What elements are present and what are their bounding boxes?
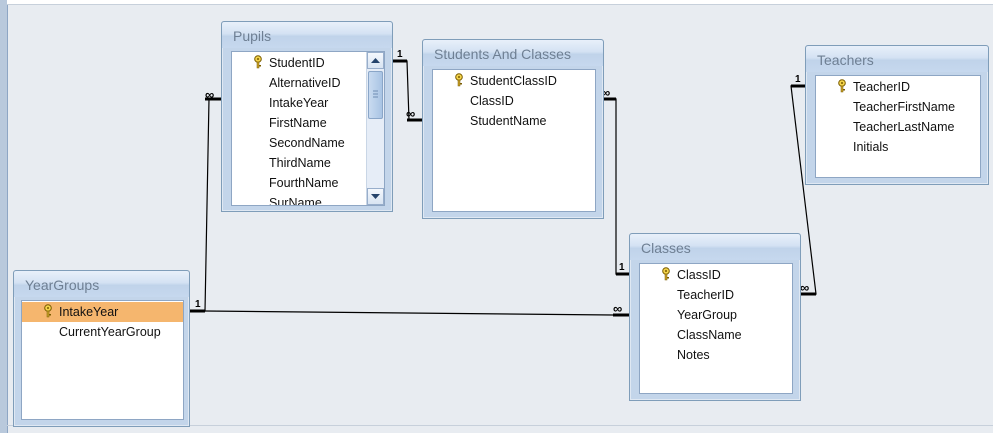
field-name: TeacherID	[853, 80, 910, 94]
one-marker-yeargroups: 1	[195, 299, 201, 310]
field-name: TeacherFirstName	[853, 100, 956, 114]
table-title-pupils[interactable]: Pupils	[222, 22, 392, 48]
field-pupils-alternativeid[interactable]: AlternativeID	[232, 73, 341, 93]
window-top-edge	[7, 0, 993, 5]
scroll-up-button[interactable]	[367, 52, 384, 69]
many-marker-studentsandclasses: ∞	[406, 106, 415, 121]
field-classes-yeargroup[interactable]: YearGroup	[640, 305, 737, 325]
field-name: YearGroup	[677, 308, 737, 322]
field-list-students-and-classes[interactable]: StudentClassID ClassID StudentName	[432, 69, 596, 212]
table-teachers[interactable]: Teachers TeacherID TeacherFirstName Teac…	[805, 45, 989, 185]
many-marker-classes-teacherid: ∞	[800, 280, 809, 295]
field-name: TeacherID	[677, 288, 734, 302]
scroll-thumb[interactable]	[368, 71, 383, 119]
table-yeargroups[interactable]: YearGroups IntakeYear CurrentYearGroup	[13, 270, 190, 427]
scroll-up-arrow-icon	[371, 58, 380, 63]
field-pupils-thirdname[interactable]: ThirdName	[232, 153, 331, 173]
many-marker-classes-yeargroup: ∞	[613, 301, 622, 316]
primary-key-icon	[838, 79, 846, 93]
table-title-yeargroups[interactable]: YearGroups	[14, 271, 189, 297]
field-list-yeargroups[interactable]: IntakeYear CurrentYearGroup	[21, 300, 184, 420]
rel-line-studentsandclasses-classes	[602, 98, 629, 275]
table-title-teachers[interactable]: Teachers	[806, 46, 988, 72]
field-teachers-teacherid[interactable]: TeacherID	[816, 77, 910, 97]
field-name: FirstName	[269, 116, 327, 130]
many-marker-pupils: ∞	[205, 87, 214, 102]
primary-key-icon	[44, 304, 52, 318]
window-bottom-edge	[7, 425, 993, 426]
scroll-grip-icon	[373, 90, 378, 98]
rel-line-yeargroups-classes	[204, 310, 629, 316]
table-title-classes[interactable]: Classes	[630, 234, 800, 260]
one-marker-pupils: 1	[397, 49, 403, 60]
field-list-teachers[interactable]: TeacherID TeacherFirstName TeacherLastNa…	[815, 75, 981, 178]
field-pupils-secondname[interactable]: SecondName	[232, 133, 345, 153]
field-pupils-fourthname[interactable]: FourthName	[232, 173, 338, 193]
field-list-classes[interactable]: ClassID TeacherID YearGroup ClassName No…	[639, 263, 793, 394]
field-name: StudentName	[470, 114, 547, 128]
field-name: SecondName	[269, 136, 345, 150]
scroll-down-button[interactable]	[367, 188, 384, 205]
field-yeargroups-currentyeargroup[interactable]: CurrentYearGroup	[22, 322, 161, 342]
field-name: Initials	[853, 140, 889, 154]
field-pupils-intakeyear[interactable]: IntakeYear	[232, 93, 328, 113]
field-name: ClassName	[677, 328, 742, 342]
field-name: TeacherLastName	[853, 120, 955, 134]
field-yeargroups-intakeyear[interactable]: IntakeYear	[22, 302, 183, 322]
field-teachers-teacherlastname[interactable]: TeacherLastName	[816, 117, 954, 137]
field-name: StudentClassID	[470, 74, 557, 88]
field-classes-classid[interactable]: ClassID	[640, 265, 721, 285]
pupils-scrollbar[interactable]	[366, 52, 384, 205]
field-pupils-studentid[interactable]: StudentID	[232, 53, 384, 73]
window-left-border	[0, 0, 8, 433]
field-name: IntakeYear	[59, 305, 119, 319]
field-name: ClassID	[677, 268, 721, 282]
field-name: FourthName	[269, 176, 339, 190]
field-name: SurName	[269, 196, 322, 206]
table-classes[interactable]: Classes ClassID TeacherID YearGroup Clas…	[629, 233, 801, 401]
field-studentsandclasses-studentclassid[interactable]: StudentClassID	[433, 71, 557, 91]
primary-key-icon	[254, 55, 262, 69]
field-teachers-teacherfirstname[interactable]: TeacherFirstName	[816, 97, 955, 117]
field-classes-classname[interactable]: ClassName	[640, 325, 742, 345]
primary-key-icon	[455, 73, 463, 87]
field-name: ClassID	[470, 94, 514, 108]
table-students-and-classes[interactable]: Students And Classes StudentClassID Clas…	[422, 39, 604, 219]
primary-key-icon	[662, 267, 670, 281]
rel-line-yeargroups-pupils	[189, 98, 221, 312]
table-pupils[interactable]: Pupils StudentID AlternativeID IntakeYea…	[221, 21, 393, 212]
one-marker-teachers: 1	[795, 74, 801, 85]
field-studentsandclasses-classid[interactable]: ClassID	[433, 91, 514, 111]
field-name: ThirdName	[269, 156, 331, 170]
field-classes-notes[interactable]: Notes	[640, 345, 710, 365]
field-name: AlternativeID	[269, 76, 341, 90]
field-name: StudentID	[269, 56, 325, 70]
table-title-students-and-classes[interactable]: Students And Classes	[423, 40, 603, 66]
field-list-pupils[interactable]: StudentID AlternativeID IntakeYear First…	[231, 51, 385, 206]
scroll-down-arrow-icon	[371, 194, 380, 199]
field-pupils-surname[interactable]: SurName	[232, 193, 322, 206]
field-name: CurrentYearGroup	[59, 325, 161, 339]
field-pupils-firstname[interactable]: FirstName	[232, 113, 327, 133]
field-studentsandclasses-studentname[interactable]: StudentName	[433, 111, 546, 131]
field-classes-teacherid[interactable]: TeacherID	[640, 285, 734, 305]
field-name: Notes	[677, 348, 710, 362]
field-name: IntakeYear	[269, 96, 329, 110]
many-marker-studentsandclasses-classid: ∞	[601, 85, 610, 100]
one-marker-classes: 1	[619, 262, 625, 273]
field-teachers-initials[interactable]: Initials	[816, 137, 888, 157]
